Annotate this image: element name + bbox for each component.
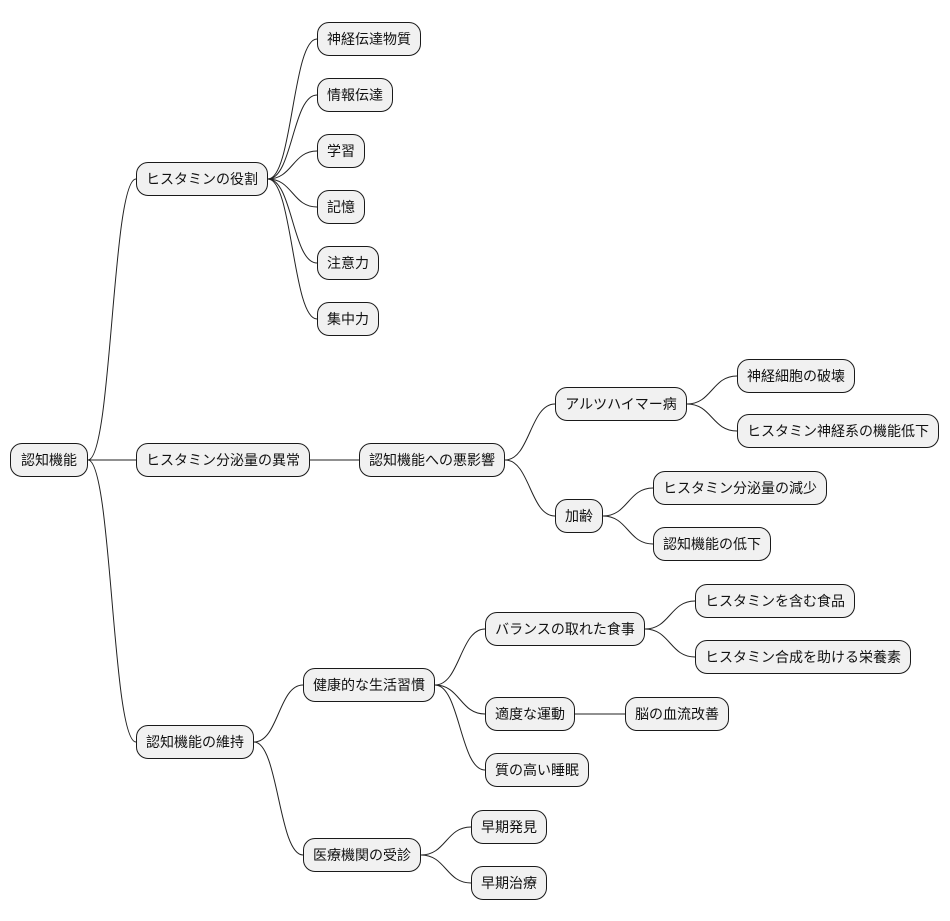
- alzheimers-node: アルツハイマー病: [555, 387, 687, 421]
- connector-line: [504, 403, 556, 461]
- connector-line: [434, 684, 486, 771]
- connector-line: [267, 178, 318, 320]
- diet-item-node: ヒスタミンを含む食品: [695, 584, 855, 618]
- role-item-node: 学習: [317, 134, 365, 168]
- connector-line: [267, 94, 318, 180]
- connector-line: [686, 403, 738, 432]
- connector-line: [87, 459, 137, 743]
- connector-line: [686, 375, 738, 405]
- connector-line: [253, 684, 304, 743]
- role-item-node: 情報伝達: [317, 78, 393, 112]
- role-item-node: 記憶: [317, 190, 365, 224]
- connector-line: [504, 459, 556, 517]
- connector-line: [644, 628, 696, 658]
- connector-line: [602, 515, 654, 545]
- abnormal-node: ヒスタミン分泌量の異常: [136, 443, 310, 477]
- connector-line: [267, 178, 318, 208]
- diet-node: バランスの取れた食事: [485, 612, 645, 646]
- connector-line: [267, 178, 318, 264]
- diet-item-node: ヒスタミン合成を助ける栄養素: [695, 640, 911, 674]
- medical-item-node: 早期治療: [471, 866, 547, 900]
- root-node: 認知機能: [10, 443, 88, 477]
- connector-line: [434, 628, 486, 686]
- connector-line: [420, 854, 472, 884]
- connector-line: [253, 741, 304, 856]
- effect-node: 認知機能への悪影響: [359, 443, 505, 477]
- alzheimers-item-node: ヒスタミン神経系の機能低下: [737, 414, 939, 448]
- maintain-node: 認知機能の維持: [136, 725, 254, 759]
- aging-item-node: 認知機能の低下: [653, 527, 771, 561]
- role-item-node: 神経伝達物質: [317, 22, 421, 56]
- role-node: ヒスタミンの役割: [136, 162, 268, 196]
- role-item-node: 集中力: [317, 302, 379, 336]
- aging-node: 加齢: [555, 499, 603, 533]
- exercise-node: 適度な運動: [485, 697, 575, 731]
- aging-item-node: ヒスタミン分泌量の減少: [653, 471, 827, 505]
- sleep-node: 質の高い睡眠: [485, 753, 589, 787]
- connector-line: [602, 487, 654, 517]
- alzheimers-item-node: 神経細胞の破壊: [737, 359, 855, 393]
- connector-line: [644, 600, 696, 630]
- connector-line: [420, 826, 472, 856]
- connector-line: [87, 178, 137, 461]
- connector-line: [434, 684, 486, 715]
- medical-node: 医療機関の受診: [303, 838, 421, 872]
- lifestyle-node: 健康的な生活習慣: [303, 668, 435, 702]
- medical-item-node: 早期発見: [471, 810, 547, 844]
- connector-line: [267, 150, 318, 180]
- connector-line: [267, 38, 318, 180]
- role-item-node: 注意力: [317, 246, 379, 280]
- exercise-item-node: 脳の血流改善: [625, 697, 729, 731]
